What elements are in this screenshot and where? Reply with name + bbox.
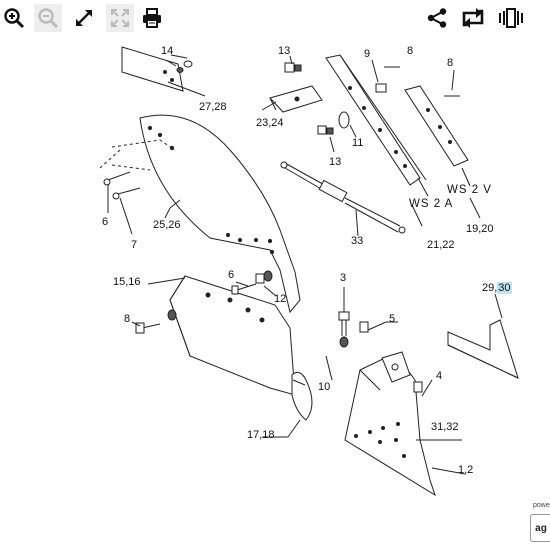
label-part-11: 11 — [352, 137, 364, 149]
label-part-8-right: 8 — [447, 57, 454, 69]
rotate-icon — [462, 8, 484, 28]
label-part-12: 12 — [274, 293, 287, 305]
label-part-3: 3 — [340, 272, 347, 284]
label-part-7: 7 — [131, 239, 138, 251]
label-part-6-top: 6 — [102, 216, 109, 228]
slideshow-button[interactable] — [497, 4, 525, 32]
toolbar — [0, 0, 550, 40]
label-part-21-22: 21,22 — [427, 239, 455, 251]
label-ws2v: WS 2 V — [447, 184, 492, 196]
label-part-8-top: 8 — [407, 45, 414, 57]
label-part-4: 4 — [436, 370, 443, 382]
zoom-in-icon — [4, 8, 25, 29]
label-part-10: 10 — [318, 381, 331, 393]
print-button[interactable] — [138, 4, 166, 32]
print-icon — [143, 8, 161, 28]
powered-by-text: powe — [533, 502, 550, 509]
exploded-view-drawing — [99, 46, 519, 497]
expand-button[interactable] — [70, 4, 98, 32]
slideshow-icon — [499, 8, 523, 28]
label-part-29: 29, — [482, 282, 498, 294]
rotate-button[interactable] — [459, 4, 487, 32]
label-part-19-20: 19,20 — [466, 223, 494, 235]
label-part-9: 9 — [364, 48, 371, 60]
label-part-30-highlighted: 30 — [497, 282, 512, 294]
label-part-6-mid: 6 — [228, 269, 235, 281]
label-part-1-2: 1,2 — [458, 464, 474, 476]
label-part-13-lower: 13 — [329, 156, 342, 168]
zoom-out-icon — [38, 8, 59, 29]
label-part-23-24: 23,24 — [256, 117, 284, 129]
label-part-25-26: 25,26 — [153, 219, 181, 231]
label-part-27-28: 27,28 — [199, 101, 227, 113]
label-part-14: 14 — [161, 45, 174, 57]
label-part-15-16: 15,16 — [113, 276, 141, 288]
share-button[interactable] — [423, 4, 451, 32]
fit-button[interactable] — [106, 4, 134, 32]
expand-icon — [76, 10, 92, 26]
parts-diagram: 14 27,28 13 23,24 9 8 8 11 13 6 7 25,26 … — [0, 40, 550, 550]
powered-by-badge[interactable]: powe ag — [530, 502, 550, 542]
label-ws2a: WS 2 A — [409, 198, 454, 210]
label-part-29-30: 29,30 — [482, 282, 512, 294]
share-icon — [427, 8, 447, 28]
zoom-in-button[interactable] — [0, 4, 28, 32]
label-part-33: 33 — [351, 235, 364, 247]
label-part-5: 5 — [389, 313, 396, 325]
label-part-13-top: 13 — [278, 45, 291, 57]
brand-logo: ag — [530, 514, 550, 542]
zoom-out-button[interactable] — [34, 4, 62, 32]
label-part-31-32: 31,32 — [431, 421, 459, 433]
label-part-8-left: 8 — [124, 313, 131, 325]
label-part-17-18: 17,18 — [247, 429, 275, 441]
fit-icon — [111, 9, 129, 27]
